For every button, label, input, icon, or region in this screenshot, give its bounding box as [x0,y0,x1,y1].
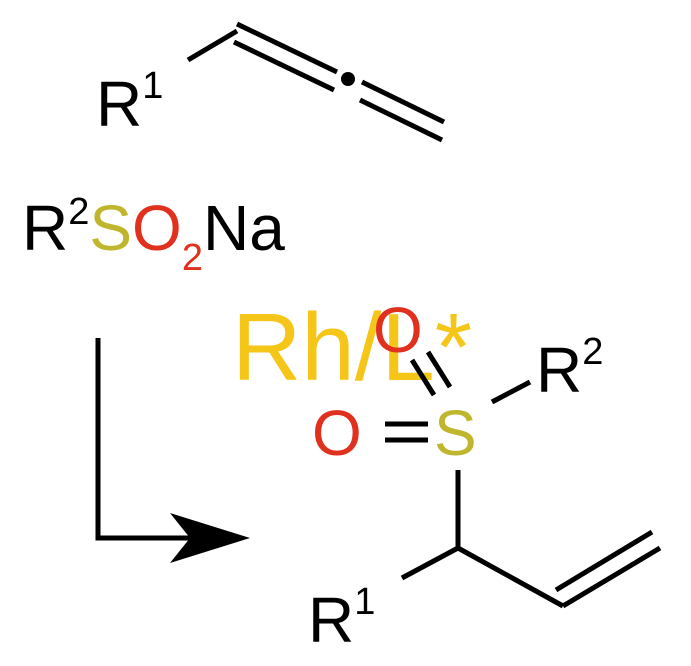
sulfinate-metal: Na [203,192,285,264]
allene-double-bond-2b [358,97,444,143]
sulfinate-r-index: 2 [68,191,89,233]
product-r1-label: R1 [308,581,375,656]
allene-double-bond-1b [232,39,336,93]
reaction-arrow-icon [95,338,250,563]
product-r2-label: R2 [536,331,603,406]
product-vinyl-double-bond-b [554,529,654,593]
allene-r1-label: R1 [96,65,163,140]
reaction-arrow-shaft [95,338,190,541]
sulfinate-formula: R2SO2Na [22,191,285,279]
product-c-vinyl-bond [456,545,565,609]
catalyst-label: Rh/L* [232,294,472,401]
product: O O S R2 R1 [308,294,662,656]
product-c-r1-bond [400,545,460,581]
reaction-arrow-head [170,513,250,563]
product-s-o-top-bond-b [425,350,453,389]
product-s-o-top-bond-a [409,358,437,397]
product-vinyl-double-bond-a [561,545,662,609]
sulfinate-sulfur: S [89,192,132,264]
allene-double-bond-2a [360,79,446,125]
product-oxygen-top: O [373,294,423,366]
allene-reactant: R1 [96,21,446,143]
product-s-r2-bond [490,379,532,405]
allene-double-bond-1a [235,21,339,75]
allene-center-dot-icon [341,72,355,86]
sulfinate-r-symbol: R [22,192,68,264]
sulfinate-oxygen: O [132,192,182,264]
product-sulfur: S [434,397,477,469]
sulfinate-oxygen-count: 2 [182,237,203,279]
product-oxygen-left: O [312,397,362,469]
allene-bond-r1-c1 [186,28,239,63]
